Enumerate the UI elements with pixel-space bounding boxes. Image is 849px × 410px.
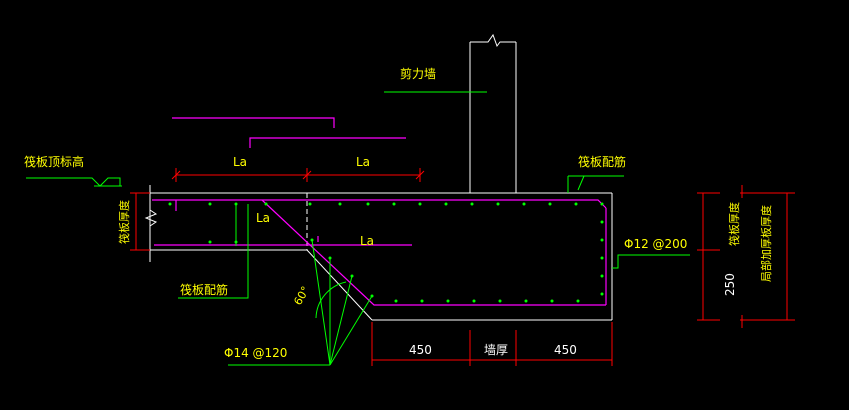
dimension-lines [130, 168, 795, 366]
label-la-top-2: La [356, 155, 370, 169]
label-la-side: La [256, 211, 270, 225]
labels: 剪力墙 筏板顶标高 La La La La 筏板配筋 筏板配筋 Φ12 @200… [24, 66, 773, 360]
rebar-dots [168, 202, 604, 303]
label-raft-rebar-top: 筏板配筋 [578, 154, 626, 169]
label-dim-250: 250 [723, 273, 737, 296]
label-raft-rebar-bottom: 筏板配筋 [180, 282, 228, 297]
raft-slab-outline [149, 185, 613, 321]
label-dim-wall: 墙厚 [484, 343, 508, 357]
label-rebar-right: Φ12 @200 [624, 237, 687, 251]
label-angle: 60° [291, 284, 312, 307]
rebar-lines [152, 117, 607, 306]
label-la-top-1: La [233, 155, 247, 169]
leader-lines [26, 91, 690, 366]
label-la-middle: La [360, 234, 374, 248]
label-shear-wall: 剪力墙 [400, 66, 436, 81]
label-raft-thickness-right: 筏板厚度 [727, 202, 741, 246]
label-dim-right: 450 [554, 343, 577, 357]
label-local-thickening: 局部加厚板厚度 [759, 205, 773, 282]
label-raft-thickness-left: 筏板厚度 [117, 200, 131, 244]
label-dim-left: 450 [409, 343, 432, 357]
label-rebar-slope: Φ14 @120 [224, 346, 287, 360]
shear-wall [469, 33, 517, 193]
label-raft-top-elev: 筏板顶标高 [24, 154, 84, 169]
break-mark [144, 209, 158, 227]
